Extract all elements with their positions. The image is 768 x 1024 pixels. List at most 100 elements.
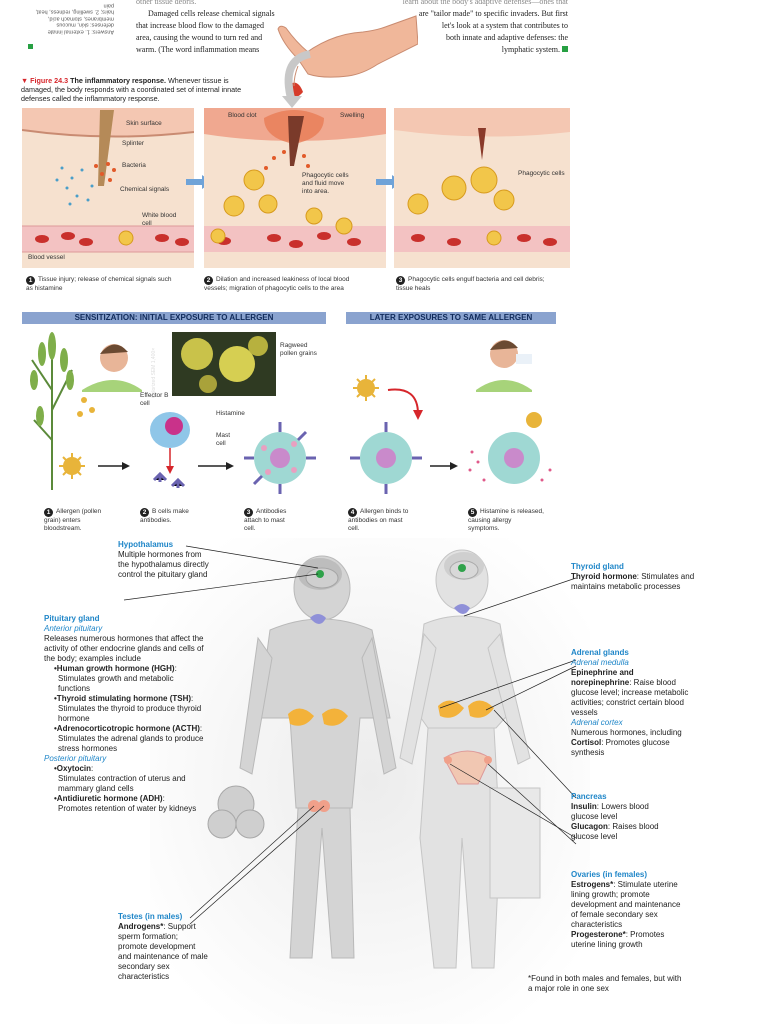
thyroid-box: Thyroid gland Thyroid hormone: Stimulate… (571, 562, 701, 592)
bar-later-exposures: LATER EXPOSURES TO SAME ALLERGEN (346, 312, 556, 324)
thyroid-title: Thyroid gland (571, 562, 624, 571)
allergy-number-4: 4 (348, 508, 357, 517)
figure-caption: ▼ Figure 24.3 The inflammatory response.… (21, 76, 261, 103)
adrenal-cortex: Adrenal cortex (571, 718, 623, 727)
testes-title: Testes (in males) (118, 912, 183, 921)
allergy-step-1-text: Allergen (pollen grain) enters bloodstre… (44, 508, 102, 532)
tsh-name: •Thyroid stimulating hormone (TSH) (54, 694, 192, 703)
insulin-desc: : Lowers blood glucose level (571, 802, 649, 821)
posterior-pituitary: Posterior pituitary (44, 754, 107, 763)
acth-desc: Stimulates the adrenal glands to produce… (58, 734, 204, 753)
label-swelling: Swelling (340, 112, 365, 119)
bar-sensitization: SENSITIZATION: INITIAL EXPOSURE TO ALLER… (22, 312, 326, 324)
progesterone: Progesterone* (571, 930, 626, 939)
insulin-body: Insulin: Lowers blood glucose level (571, 802, 671, 822)
right-column-text: learn about the body's adaptive defenses… (368, 0, 568, 56)
right-line-2: let's look at a system that contributes … (441, 21, 568, 30)
pituitary-item-hgh: •Human growth hormone (HGH): Stimulates … (44, 664, 204, 694)
label-blood-vessel: Blood vessel (28, 254, 65, 261)
hgh-desc: Stimulates growth and metabolic function… (58, 674, 174, 693)
insulin: Insulin (571, 802, 597, 811)
ovaries-title: Ovaries (in females) (571, 870, 648, 879)
label-ragweed: Ragweed pollen grains (280, 342, 317, 357)
footnote: *Found in both males and females, but wi… (528, 974, 682, 993)
allergy-step-4-text: Allergen binds to antibodies on mast cel… (348, 508, 409, 532)
thyroid-desc: : Stimulates and maintains metabolic pro… (571, 572, 695, 591)
pituitary-box: Pituitary gland Anterior pituitary Relea… (44, 614, 204, 814)
cortisol-body: Cortisol: Promotes glucose synthesis (571, 738, 695, 758)
allergy-number-1: 1 (44, 508, 53, 517)
label-white-blood-cell: White blood cell (142, 212, 177, 227)
right-line-3: both innate and adaptive defenses: the (446, 33, 568, 42)
label-blood-clot: Blood clot (228, 112, 257, 119)
adrenal-title: Adrenal glands (571, 648, 629, 657)
inflammation-art-2 (204, 108, 386, 268)
label-mast-cell: Mast cell (216, 432, 231, 447)
margin-check-square (28, 44, 33, 49)
left-line-3: area, causing the wound to turn red and (136, 33, 263, 42)
adh-desc: Promotes retention of water by kidneys (58, 804, 197, 813)
androgens-desc: : Support sperm formation; promote devel… (118, 922, 208, 981)
label-splinter: Splinter (122, 140, 145, 147)
thyroid-hormone: Thyroid hormone (571, 572, 637, 581)
glucagon: Glucagon (571, 822, 608, 831)
adrenal-medulla-body: Epinephrine and norepinephrine: Raise bl… (571, 668, 695, 718)
label-phagocytic-move: Phagocytic cells and fluid move into are… (302, 172, 349, 195)
left-line-2: that increase blood flow to the damaged (136, 21, 264, 30)
hypothalamus-box: Hypothalamus Multiple hormones from the … (118, 540, 210, 580)
label-histamine: Histamine (216, 410, 245, 417)
adrenal-medulla: Adrenal medulla (571, 658, 629, 667)
testes-box: Testes (in males) Androgens*: Support sp… (118, 912, 208, 982)
allergy-number-5: 5 (468, 508, 477, 517)
allergy-step-2-text: B cells make antibodies. (140, 508, 189, 524)
estrogens: Estrogens* (571, 880, 614, 889)
oxytocin-desc: Stimulates contraction of uterus and mam… (58, 774, 186, 793)
curved-arrow (282, 50, 312, 108)
pancreas-title: Pancreas (571, 792, 607, 801)
left-line-1: Damaged cells release chemical signals (148, 9, 275, 18)
label-skin-surface: Skin surface (126, 120, 162, 127)
allergy-step-5-text: Histamine is released, causing allergy s… (468, 508, 544, 532)
right-line-4: lymphatic system. (501, 45, 560, 54)
pituitary-item-tsh: •Thyroid stimulating hormone (TSH): Stim… (44, 694, 204, 724)
pituitary-title: Pituitary gland (44, 614, 100, 623)
margin-note: Answers: 1. external innate defenses: sk… (35, 2, 114, 35)
right-line-1: are "tailor made" to specific invaders. … (418, 9, 568, 18)
hypothalamus-title: Hypothalamus (118, 540, 174, 549)
progesterone-desc: : Promotes uterine lining growth (571, 930, 665, 949)
pituitary-item-adh: •Antidiuretic hormone (ADH): Promotes re… (44, 794, 204, 814)
glucagon-desc: : Raises blood glucose level (571, 822, 659, 841)
adh-name: •Antidiuretic hormone (ADH) (54, 794, 163, 803)
inflammation-step-2-text: Dilation and increased leakiness of loca… (204, 276, 350, 292)
step-number-3: 3 (396, 276, 405, 285)
step-number-2: 2 (204, 276, 213, 285)
pituitary-intro: Releases numerous hormones that affect t… (44, 634, 204, 663)
adrenal-cortex-desc: Numerous hormones, including (571, 728, 682, 737)
hypothalamus-body: Multiple hormones from the hypothalamus … (118, 550, 209, 579)
figure-label: ▼ Figure 24.3 (21, 76, 69, 85)
cortisol-desc: : Promotes glucose synthesis (571, 738, 670, 757)
androgens-body: Androgens*: Support sperm formation; pro… (118, 922, 208, 982)
pituitary-item-oxytocin: •Oxytocin: Stimulates contraction of ute… (44, 764, 204, 794)
pointing-hand-illustration (277, 15, 418, 97)
allergy-number-2: 2 (140, 508, 149, 517)
step-number-1: 1 (26, 276, 35, 285)
pituitary-item-acth: •Adrenocorticotropic hormone (ACTH): Sti… (54, 724, 204, 753)
figure-number: Figure 24.3 (30, 76, 69, 85)
label-photo-credit: Colorized SEM 1,400× (151, 347, 157, 398)
endocrine-art (123, 538, 590, 1024)
androgens: Androgens* (118, 922, 164, 931)
inflammation-step-3-text: Phagocytic cells engulf bacteria and cel… (396, 276, 545, 292)
inflammation-step-1-text: Tissue injury; release of chemical signa… (26, 276, 172, 292)
right-line-0: learn about the body's adaptive defenses… (402, 0, 568, 6)
figure-title: The inflammatory response. (70, 76, 166, 85)
inflammation-art-1 (22, 108, 194, 268)
left-line-4: warm. (The word inflammation means (136, 45, 260, 54)
hgh-name: •Human growth hormone (HGH) (54, 664, 175, 673)
